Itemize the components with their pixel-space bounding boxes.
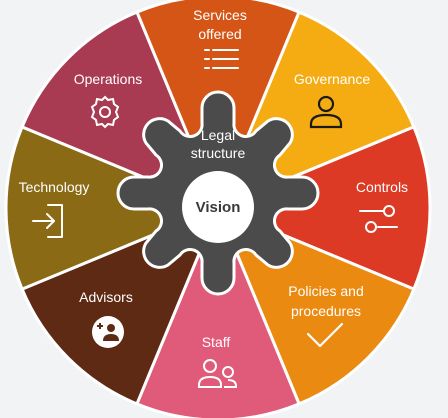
center-circle xyxy=(182,171,254,243)
center-label: Vision xyxy=(196,199,241,216)
segment-label-controls: Controls xyxy=(356,179,408,195)
sliders-icon xyxy=(359,205,398,233)
hub-label-line2: structure xyxy=(191,145,246,161)
sign-in-icon xyxy=(32,204,63,238)
segment-label-advisors: Advisors xyxy=(79,289,133,305)
gear-icon xyxy=(90,95,120,129)
segment-label-services-1: Services xyxy=(193,7,247,23)
checkmark-icon xyxy=(306,322,344,348)
segment-label-services-2: offered xyxy=(198,26,241,42)
person-icon xyxy=(309,95,343,129)
segment-controls xyxy=(214,124,432,292)
segment-label-staff: Staff xyxy=(202,334,231,350)
list-icon xyxy=(204,49,239,69)
segment-staff xyxy=(134,204,302,418)
segment-technology xyxy=(4,124,222,292)
hub-label-line1: Legal xyxy=(201,127,235,143)
people-icon xyxy=(198,359,237,388)
segment-label-policies-2: procedures xyxy=(291,303,361,319)
segment-label-technology: Technology xyxy=(19,179,90,195)
segment-label-governance: Governance xyxy=(294,71,370,87)
segment-label-operations: Operations xyxy=(74,71,142,87)
segment-label-policies-1: Policies and xyxy=(288,283,364,299)
add-person-icon xyxy=(92,316,124,348)
